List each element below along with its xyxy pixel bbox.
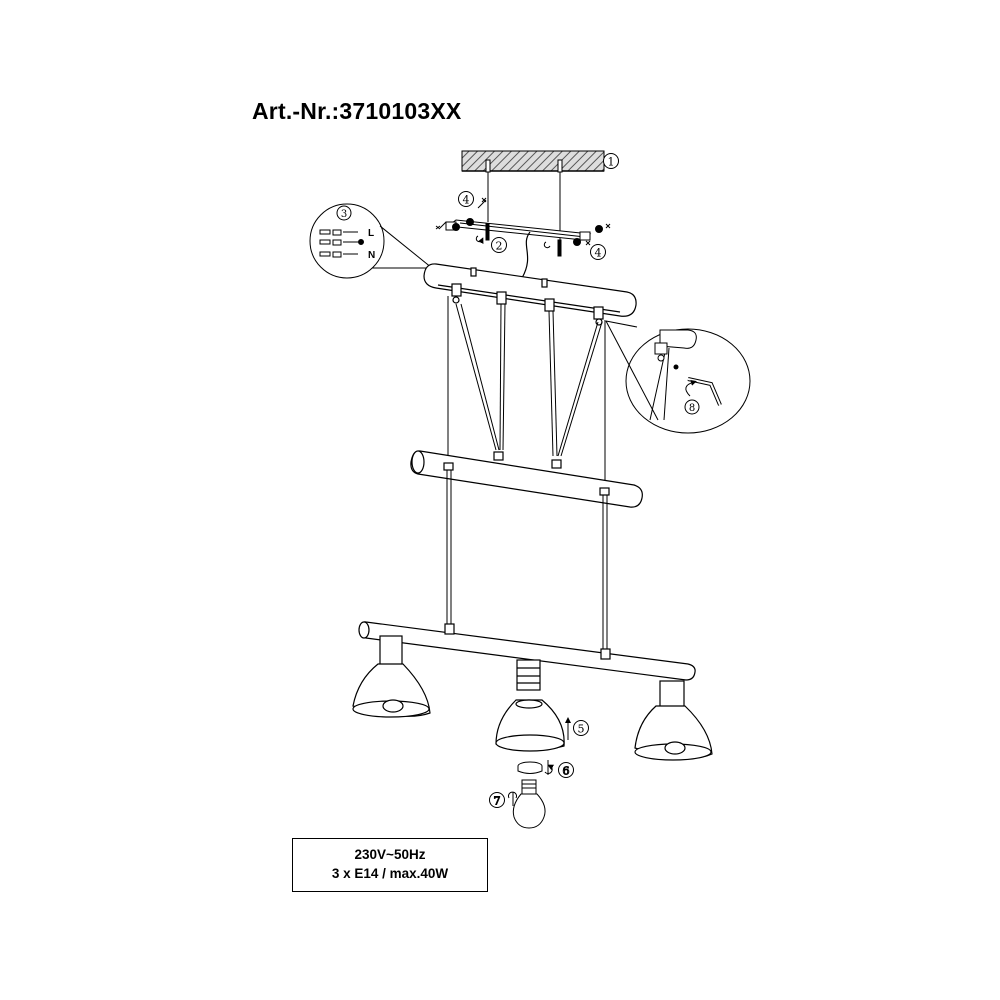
light-bulb: 7 bbox=[489, 779, 546, 829]
svg-text:4: 4 bbox=[595, 247, 602, 260]
step-marker-3: 3 bbox=[341, 209, 347, 220]
wiring-detail: 3 L N bbox=[309, 203, 433, 279]
lamp-shade-left bbox=[352, 635, 431, 718]
step-marker-4-right: 4 bbox=[590, 244, 606, 260]
lamp-shade-right bbox=[634, 680, 713, 761]
electrical-spec-box: 230V~50Hz 3 x E14 / max.40W bbox=[292, 838, 488, 892]
bulb-spec: 3 x E14 / max.40W bbox=[331, 866, 449, 881]
middle-bar bbox=[410, 450, 643, 508]
lamp-socket-centre bbox=[516, 659, 541, 691]
lamp-bar bbox=[358, 621, 696, 681]
suspension-cables-upper bbox=[447, 296, 606, 484]
voltage-spec: 230V~50Hz bbox=[354, 847, 426, 862]
bracket-screws-right bbox=[543, 223, 611, 257]
step-marker-5: 5 bbox=[578, 723, 585, 736]
ceiling-screws bbox=[485, 159, 563, 244]
step-marker-7: 7 bbox=[494, 795, 501, 808]
step-marker-1: 1 bbox=[603, 153, 619, 169]
live-label: L bbox=[368, 228, 374, 239]
power-cable bbox=[521, 231, 531, 279]
canopy bbox=[423, 263, 637, 326]
step-marker-6: 6 bbox=[563, 765, 570, 778]
suspension-cables-lower bbox=[446, 470, 608, 652]
svg-text:2: 2 bbox=[496, 240, 503, 253]
neutral-label: N bbox=[368, 250, 375, 261]
arrow-step-5: 5 bbox=[565, 717, 589, 740]
step-marker-2: 2 bbox=[491, 237, 507, 253]
article-number-title: Art.-Nr.:3710103XX bbox=[252, 98, 462, 124]
svg-text:4: 4 bbox=[463, 194, 470, 207]
ceiling bbox=[461, 150, 605, 172]
bracket-screws-left bbox=[435, 197, 490, 245]
step-marker-8: 8 bbox=[689, 403, 695, 414]
svg-text:1: 1 bbox=[608, 156, 615, 169]
shade-ring: 6 bbox=[517, 760, 574, 778]
step-marker-4-left: 4 bbox=[458, 191, 474, 207]
lamp-shade-centre bbox=[495, 699, 565, 752]
hex-key-detail: 8 bbox=[605, 320, 751, 434]
